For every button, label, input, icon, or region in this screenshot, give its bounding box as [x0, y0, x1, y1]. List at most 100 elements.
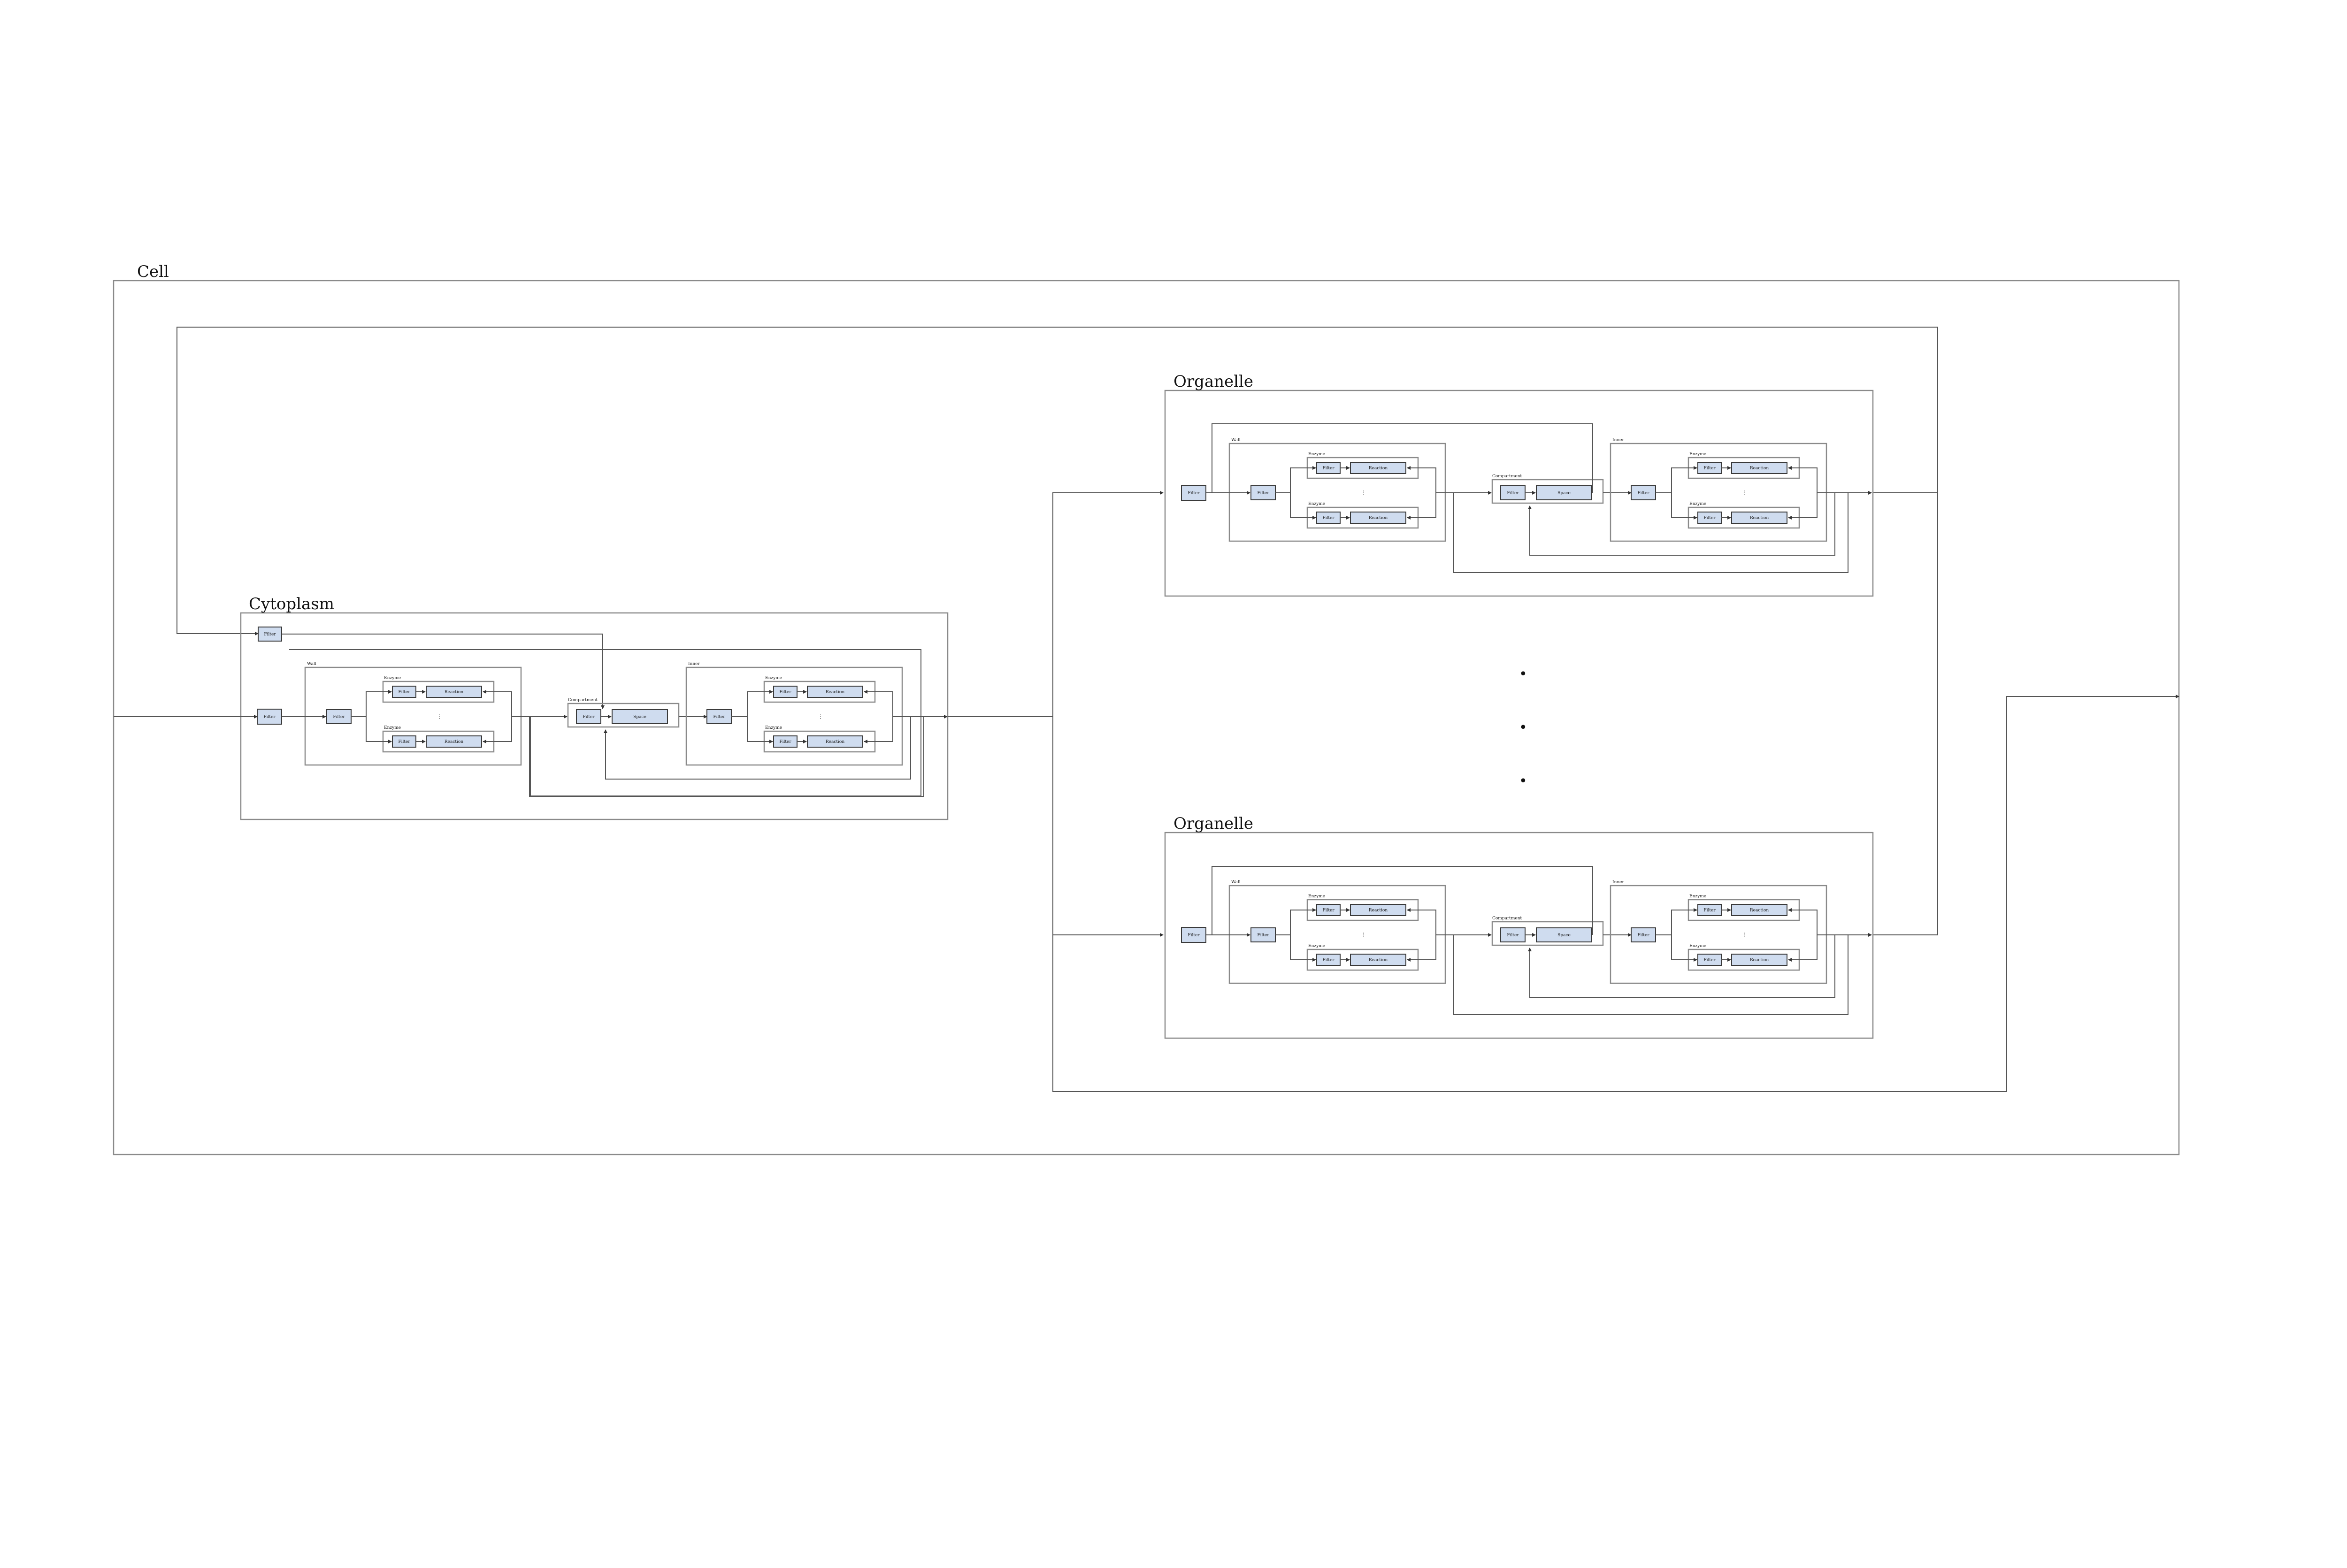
cyto-inner-enzyme-1-in [747, 690, 773, 717]
org1-comp-filter-label: Filter [1507, 491, 1519, 496]
cyto-inner-enzyme-2-reaction-label: Reaction [826, 740, 844, 744]
org2-inner-vdots: ⋮ [1742, 932, 1748, 938]
cyto-comp-space-label: Space [633, 715, 646, 719]
org2-wall-enzyme-2-out [1427, 935, 1436, 960]
cyto-loop-b [529, 717, 924, 797]
org2-wall-enzyme-2-reaction-label: Reaction [1369, 958, 1388, 963]
org2-inner-enzyme-2-reaction-label: Reaction [1750, 958, 1769, 963]
cyto-comp-filter-label: Filter [583, 715, 595, 719]
cyto-wall-title: Wall [307, 662, 316, 666]
cyto-top-wire [282, 634, 605, 709]
org1-wall-enzyme-1-title: Enzyme [1308, 452, 1325, 457]
org1-wall-enzyme-2-filter [1316, 512, 1341, 524]
org2-comp-space [1536, 927, 1592, 942]
org2-wall-enzyme-2-filter [1316, 954, 1341, 966]
org1-inner-enzyme-2-filter [1697, 512, 1722, 524]
org2-inner-enzyme-1-title: Enzyme [1689, 894, 1706, 899]
org2-wall-enzyme-1-title: Enzyme [1308, 894, 1325, 899]
cyto-comp-frame [567, 703, 680, 728]
cell-label: Cell [137, 262, 169, 281]
cyto-filter-in [257, 709, 282, 725]
organelle-label-1: Organelle [1174, 372, 1253, 391]
org1-inner-enzyme-1-filter-label: Filter [1703, 466, 1716, 471]
org1-wall-enzyme-1-reaction [1350, 462, 1406, 474]
cyto-inner-enzyme-2-filter [773, 735, 798, 748]
org1-wall-enzyme-2-in [1290, 493, 1316, 520]
org1-comp-filter [1500, 485, 1526, 500]
cyto-inner-filter [706, 709, 732, 724]
organelle-bottom-output [1873, 493, 1938, 935]
cyto-wall-enzyme-1-reaction [426, 686, 482, 698]
cell-frame [113, 280, 2180, 1155]
organelle-feed-top [1052, 491, 1164, 717]
cell-top-loop [176, 327, 1938, 635]
org2-inner-enzyme-1-out [1808, 910, 1818, 935]
organelle-feed-bottom [1052, 717, 1164, 937]
cyto-wall-enzyme-1-filter [392, 686, 416, 698]
cyto-wall-enzyme-2-out [502, 717, 512, 742]
org2-inner-enzyme-1-in [1671, 908, 1697, 935]
org1-wall-enzyme-2-filter-label: Filter [1322, 516, 1335, 520]
org2-inner-enzyme-1-reaction [1731, 904, 1787, 916]
org1-comp-title: Compartment [1492, 474, 1522, 479]
org2-wall-enzyme-1-in [1290, 908, 1316, 935]
cyto-comp-title: Compartment [568, 698, 598, 703]
org1-wall-enzyme-1-reaction-label: Reaction [1369, 466, 1388, 471]
cyto-inner-enzyme-2-out [883, 717, 893, 742]
cytoplasm-group: Cytoplasm [240, 595, 949, 820]
org2-wall-filter-label: Filter [1257, 933, 1269, 938]
cyto-inner-filter-label: Filter [713, 715, 725, 719]
org2-upper-loop [1212, 866, 1593, 935]
org1-comp-space-label: Space [1557, 491, 1571, 496]
org1-inner-filter-label: Filter [1637, 491, 1649, 496]
org1-wall-enzyme-2-reaction-label: Reaction [1369, 516, 1388, 520]
org2-inner-enzyme-2-out [1808, 935, 1818, 960]
cyto-inner-enzyme-1-title: Enzyme [765, 676, 782, 681]
org2-comp-frame [1491, 921, 1604, 946]
cyto-top-filter-label: Filter [264, 632, 276, 637]
org2-wall-enzyme-2-title: Enzyme [1308, 944, 1325, 948]
org2-wall-filter [1250, 927, 1276, 942]
cyto-comp-filter [576, 709, 601, 724]
org1-filter-in-label: Filter [1188, 491, 1200, 496]
cyto-top-filter [258, 627, 282, 642]
org2-wall-enzyme-2-in [1290, 935, 1316, 962]
cyto-wall-enzyme-2-filter-label: Filter [398, 740, 410, 744]
cyto-wall-filter-label: Filter [333, 715, 345, 719]
org1-inner-enzyme-2-filter-label: Filter [1703, 516, 1716, 520]
org2-wall-enzyme-1-reaction [1350, 904, 1406, 916]
cyto-inner-enzyme-2-title: Enzyme [765, 726, 782, 730]
org2-comp-filter [1500, 927, 1526, 942]
org2-inner-enzyme-2-in [1671, 935, 1697, 962]
cyto-wall-enzyme-2-reaction-label: Reaction [445, 740, 463, 744]
org1-inner-enzyme-1-out [1808, 467, 1818, 493]
cyto-wall-filter [326, 709, 352, 724]
organelle-label-2: Organelle [1174, 814, 1253, 833]
cyto-wall-enzyme-1-title: Enzyme [384, 676, 401, 681]
cyto-inner-enzyme-2-filter-label: Filter [779, 740, 791, 744]
org2-wall-enzyme-2-filter-label: Filter [1322, 958, 1335, 963]
org1-inner-enzyme-2-out [1808, 493, 1818, 518]
org1-wall-enzyme-2-reaction [1350, 512, 1406, 524]
org2-comp-space-label: Space [1557, 933, 1571, 938]
ellipsis-dot-3: • [1519, 773, 1527, 789]
org1-wall-filter-label: Filter [1257, 491, 1269, 496]
cyto-wall-enzyme-2-title: Enzyme [384, 726, 401, 730]
cyto-inner-vdots: ⋮ [818, 713, 823, 720]
cyto-inner-enzyme-2-in [747, 717, 773, 743]
cyto-inner-title: Inner [688, 662, 700, 666]
org1-wall-enzyme-2-out [1427, 493, 1436, 518]
org1-inner-enzyme-1-in [1671, 466, 1697, 493]
org2-wall-enzyme-1-reaction-label: Reaction [1369, 908, 1388, 913]
cyto-wall-enzyme-2-reaction [426, 735, 482, 748]
org2-wall-enzyme-1-filter-label: Filter [1322, 908, 1335, 913]
org1-inner-enzyme-1-reaction [1731, 462, 1787, 474]
cyto-inner-enzyme-1-filter-label: Filter [779, 690, 791, 695]
org1-inner-filter [1631, 485, 1656, 500]
org1-wall-enzyme-1-out [1427, 467, 1436, 493]
cyto-wall-enzyme-1-reaction-label: Reaction [445, 690, 463, 695]
org2-inner-enzyme-1-reaction-label: Reaction [1750, 908, 1769, 913]
org2-loop-b [1453, 935, 1848, 1015]
